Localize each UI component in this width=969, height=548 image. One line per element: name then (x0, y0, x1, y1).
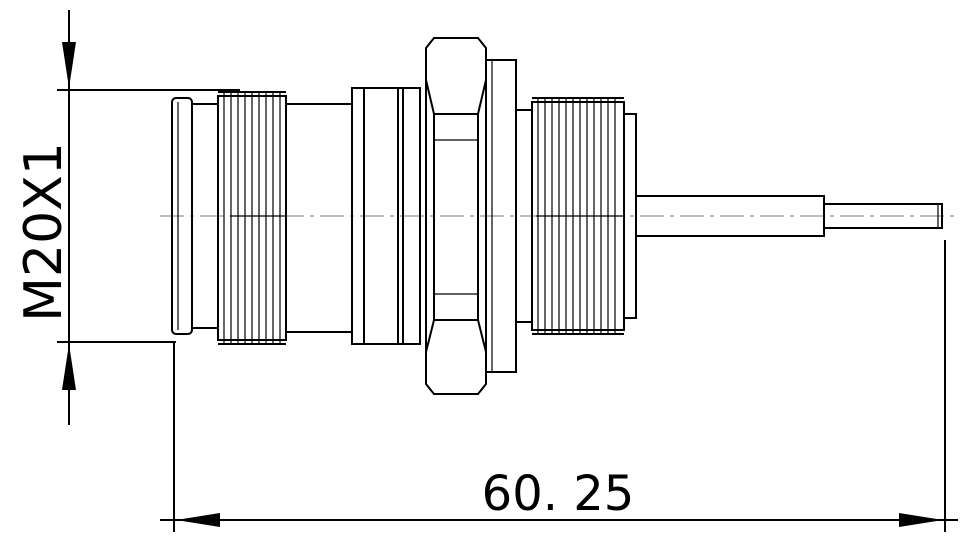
hex-nut (425, 37, 487, 395)
thread-label: M20X1 (14, 142, 74, 322)
front-thread (217, 91, 287, 345)
length-label: 60. 25 (482, 466, 635, 522)
dim-arrow-right (899, 513, 943, 527)
dim-arrow-bottom (62, 344, 76, 390)
thread-dimension: M20X1 (14, 10, 240, 425)
dim-arrow-left (176, 513, 220, 527)
neck (285, 103, 353, 333)
dim-arrow-top (62, 42, 76, 88)
length-dimension: 60. 25 (160, 240, 958, 532)
connector-body (160, 37, 960, 395)
